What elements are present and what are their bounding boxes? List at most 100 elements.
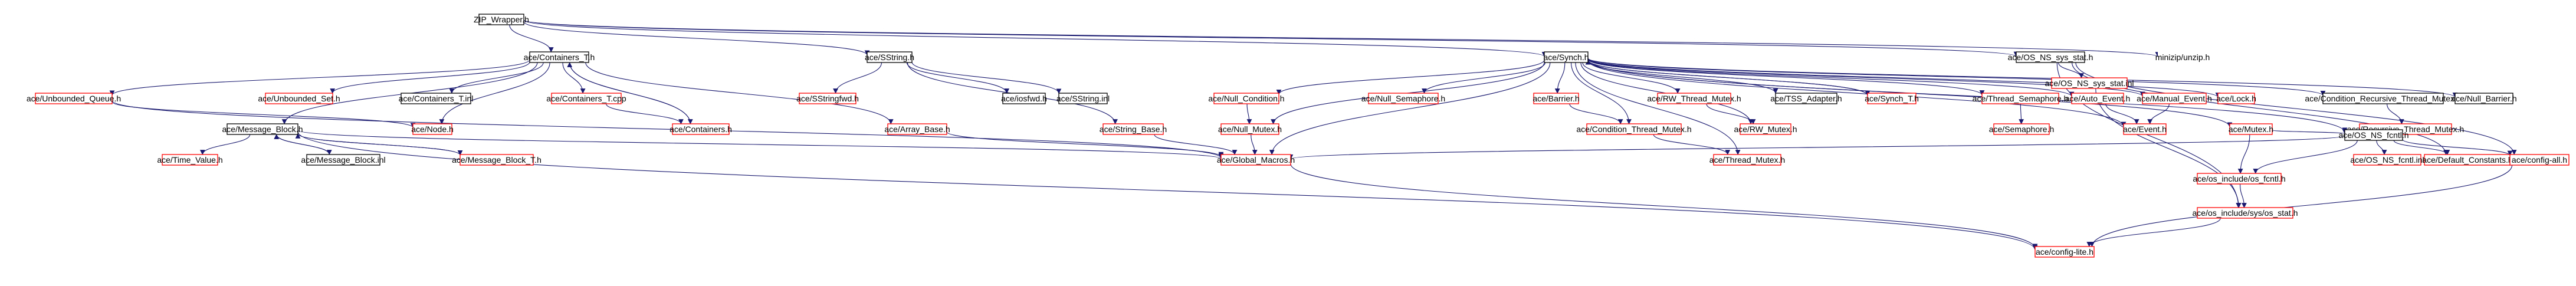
node-thread-semaphore[interactable]: ace/Thread_Semaphore.h xyxy=(1973,93,2069,104)
node-os-ns-sys-stat[interactable]: ace/OS_NS_sys_stat.h xyxy=(2008,51,2093,63)
node-tss-adapter[interactable]: ace/TSS_Adapter.h xyxy=(1770,93,1842,104)
node-label: ace/Synch.h xyxy=(1543,52,1589,62)
node-recursive-thread-mutex[interactable]: ace/Recursive_Thread_Mutex.h xyxy=(2347,123,2464,135)
node-box xyxy=(2217,93,2255,104)
node-containers-t[interactable]: ace/Containers_T.h xyxy=(524,51,595,63)
edge-message_block-to-global_macros xyxy=(297,130,1223,160)
node-barrier[interactable]: ace/Barrier.h xyxy=(1533,93,1580,104)
node-lock[interactable]: ace/Lock.h xyxy=(2216,93,2256,104)
node-unbounded-set[interactable]: ace/Unbounded_Set.h xyxy=(258,93,340,104)
edge-message_block-to-config_lite xyxy=(297,132,2038,251)
node-box xyxy=(1213,93,1279,104)
node-label: ace/Default_Constants.h xyxy=(2422,155,2512,165)
node-sstring-inl[interactable]: ace/SString.inl xyxy=(1056,93,1110,104)
edge-synch-to-lock xyxy=(1587,58,2221,98)
node-label: ace/Unbounded_Set.h xyxy=(258,94,340,103)
node-array-base[interactable]: ace/Array_Base.h xyxy=(884,123,950,135)
node-box xyxy=(1657,93,1731,104)
edge-zip-to-os_ns_sys_stat xyxy=(523,19,2019,57)
edge-os_ns_fcntl-to-config_all xyxy=(2402,139,2513,156)
node-box xyxy=(2322,93,2444,104)
node-containers[interactable]: ace/Containers.h xyxy=(670,123,732,135)
edge-os_ns_sys_stat-to-os_ns_sys_stat_inl xyxy=(2057,62,2084,78)
node-box xyxy=(1981,93,2059,104)
edge-synch-to-manual_event xyxy=(1587,58,2145,97)
edge-unbounded_queue-to-node xyxy=(111,101,416,129)
node-os-include-os-fcntl[interactable]: ace/os_include/os_fcntl.h xyxy=(2193,173,2286,185)
node-label: ace/Null_Barrier.h xyxy=(2451,94,2516,103)
node-label: ace/Containers_T.h xyxy=(524,52,595,62)
node-unbounded-queue[interactable]: ace/Unbounded_Queue.h xyxy=(27,93,121,104)
node-time-value[interactable]: ace/Time_Value.h xyxy=(157,154,223,166)
node-manual-event[interactable]: ace/Manual_Event.h xyxy=(2137,93,2212,104)
node-null-barrier[interactable]: ace/Null_Barrier.h xyxy=(2451,93,2517,104)
edge-os_ns_sys_stat-to-config_all xyxy=(2075,62,2517,155)
node-mutex[interactable]: ace/Mutex.h xyxy=(2229,123,2273,135)
node-box xyxy=(1775,93,1837,104)
node-message-block-inl[interactable]: ace/Message_Block.inl xyxy=(301,154,386,166)
node-null-mutex[interactable]: ace/Null_Mutex.h xyxy=(1218,123,1282,135)
node-synch-t[interactable]: ace/Synch_T.h xyxy=(1865,93,1919,104)
node-containers-t-inl[interactable]: ace/Containers_T.inl xyxy=(399,93,474,104)
node-rw-thread-mutex[interactable]: ace/RW_Thread_Mutex.h xyxy=(1647,93,1741,104)
node-null-semaphore[interactable]: ace/Null_Semaphore.h xyxy=(1361,93,1445,104)
node-label: ace/TSS_Adapter.h xyxy=(1770,94,1842,103)
node-message-block-t[interactable]: ace/Message_Block_T.h xyxy=(452,154,542,166)
node-sstring[interactable]: ace/SString.h xyxy=(865,51,914,63)
edge-synch-to-event xyxy=(1587,60,2127,127)
edge-null_condition-to-null_mutex xyxy=(1246,103,1252,124)
node-label: ace/OS_NS_sys_stat.h xyxy=(2008,52,2093,62)
node-os-ns-fcntl-inl[interactable]: ace/OS_NS_fcntl.inl xyxy=(2350,154,2424,166)
edge-global_macros-to-config_lite xyxy=(1290,163,2038,249)
edge-synch-to-global_macros xyxy=(1269,62,1551,155)
node-label: ace/Message_Block.h xyxy=(222,124,303,134)
node-synch[interactable]: ace/Synch.h xyxy=(1543,51,1589,63)
node-box xyxy=(2353,154,2421,166)
edges-layer xyxy=(109,19,2517,251)
node-label: ace/SStringfwd.h xyxy=(796,94,859,103)
node-auto-event[interactable]: ace/Auto_Event.h xyxy=(2065,93,2131,104)
node-label: ace/Unbounded_Queue.h xyxy=(27,94,121,103)
node-box xyxy=(460,154,534,166)
node-box xyxy=(1533,93,1579,104)
node-config-all[interactable]: ace/config-all.h xyxy=(2509,154,2570,166)
node-label: ace/String_Base.h xyxy=(1100,124,1167,134)
node-box xyxy=(1058,93,1108,104)
node-thread-mutex[interactable]: ace/Thread_Mutex.h xyxy=(1709,154,1785,166)
node-label: ace/Condition_Recursive_Thread_Mutex.h xyxy=(2305,94,2461,103)
node-zip[interactable]: ZIP_Wrapper.h xyxy=(474,14,529,25)
node-box xyxy=(162,154,218,166)
node-os-ns-fcntl[interactable]: ace/OS_NS_fcntl.h xyxy=(2338,129,2409,141)
node-iosfwd[interactable]: ace/iosfwd.h xyxy=(1001,93,1047,104)
node-box xyxy=(412,123,452,135)
node-box xyxy=(1740,123,1791,135)
node-label: ace/Semaphore.h xyxy=(1989,124,2055,134)
node-label: ace/Null_Semaphore.h xyxy=(1361,94,1445,103)
node-global-macros[interactable]: ace/Global_Macros.h xyxy=(1217,154,1295,166)
node-config-lite[interactable]: ace/config-lite.h xyxy=(2034,246,2095,258)
node-os-ns-sys-stat-inl[interactable]: ace/OS_NS_sys_stat.inl xyxy=(2045,77,2134,89)
node-semaphore[interactable]: ace/Semaphore.h xyxy=(1989,123,2055,135)
node-cond-recursive-thread-mutex[interactable]: ace/Condition_Recursive_Thread_Mutex.h xyxy=(2305,93,2462,104)
node-null-condition[interactable]: ace/Null_Condition.h xyxy=(1208,93,1285,104)
node-containers-t-cpp[interactable]: ace/Containers_T.cpp xyxy=(546,93,626,104)
edge-sstring-to-iosfwd xyxy=(906,62,1010,94)
node-cond-thread-mutex[interactable]: ace/Condition_Thread_Mutex.h xyxy=(1576,123,1692,135)
node-node[interactable]: ace/Node.h xyxy=(411,123,454,135)
node-event[interactable]: ace/Event.h xyxy=(2123,123,2167,135)
edge-containers_t-to-node xyxy=(439,62,550,124)
edge-os_ns_fcntl-to-global_macros xyxy=(1288,135,2345,160)
node-rw-mutex[interactable]: ace/RW_Mutex.h xyxy=(1734,123,1797,135)
node-label: ace/Auto_Event.h xyxy=(2065,94,2131,103)
node-box xyxy=(2051,77,2128,89)
node-default-constants[interactable]: ace/Default_Constants.h xyxy=(2422,154,2513,166)
edge-mutex-to-os_ns_fcntl xyxy=(2272,129,2348,134)
node-minizip[interactable]: minizip/unzip.h xyxy=(2155,52,2210,63)
node-string-base[interactable]: ace/String_Base.h xyxy=(1100,123,1167,135)
node-box xyxy=(227,123,298,135)
node-sstringfwd[interactable]: ace/SStringfwd.h xyxy=(796,93,859,104)
edge-synch-to-cond_recursive_thread_mutex xyxy=(1587,58,2326,96)
node-os-include-sys-os-stat[interactable]: ace/os_include/sys/os_stat.h xyxy=(2193,207,2298,219)
node-message-block[interactable]: ace/Message_Block.h xyxy=(222,123,303,135)
nodes-layer: ZIP_Wrapper.h ace/Containers_T.h ace/SStri… xyxy=(27,14,2570,258)
